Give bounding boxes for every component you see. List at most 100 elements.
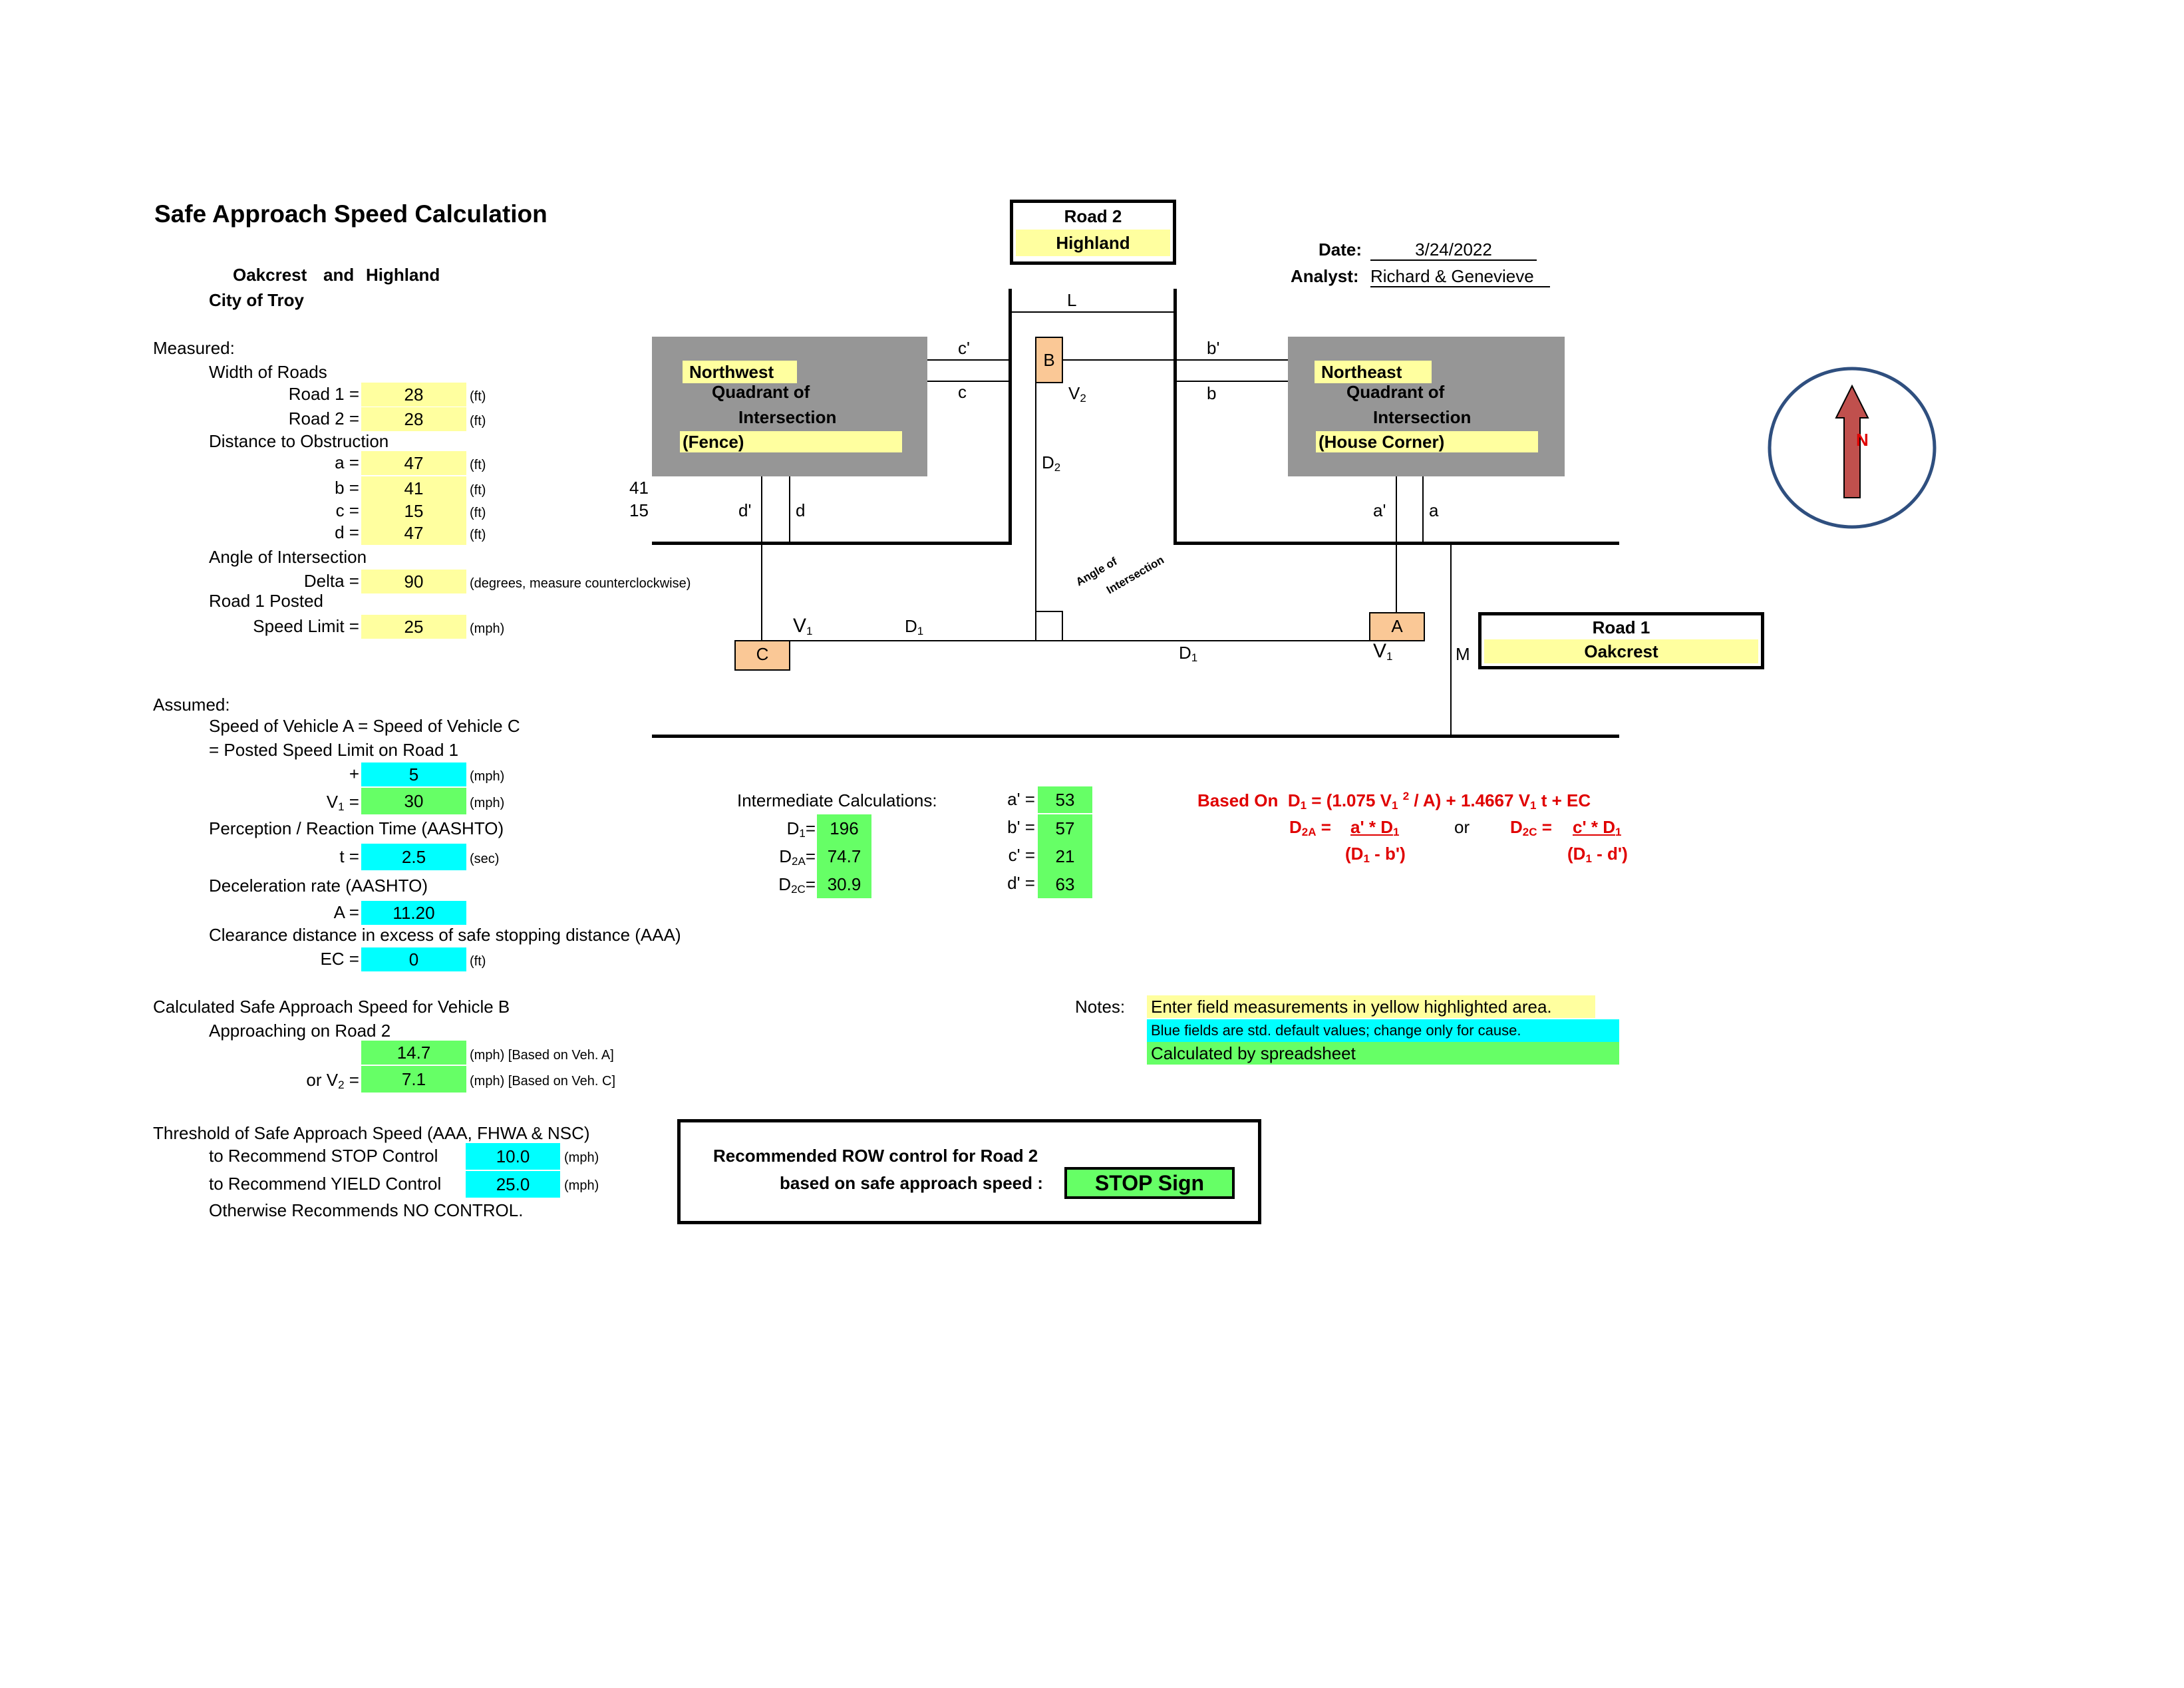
v2-vehicle-c-label: or V2 = [306, 1070, 359, 1091]
road1-width-unit: (ft) [470, 389, 486, 404]
c-unit: (ft) [470, 506, 486, 520]
road2-width-input[interactable]: 28 [361, 407, 466, 431]
speed-limit-label: Speed Limit = [253, 616, 359, 636]
recommendation-value: STOP Sign [1064, 1167, 1235, 1199]
d-label: d = [335, 522, 359, 542]
b-unit: (ft) [470, 483, 486, 498]
recommendation-line2: based on safe approach speed : [780, 1173, 1043, 1193]
A-input[interactable]: 11.20 [361, 901, 466, 925]
v1-value: 30 [361, 788, 466, 814]
label-D2: D2 [1042, 452, 1061, 474]
northwest-quadrant [652, 337, 927, 476]
road1-north-edge-west [652, 542, 1011, 545]
label-D1-right: D1 [1179, 643, 1198, 664]
t-input[interactable]: 2.5 [361, 844, 466, 870]
intersection-road1: Oakcrest [233, 265, 307, 285]
label-V2: V2 [1068, 383, 1086, 405]
label-L: L [1067, 290, 1077, 310]
decel-heading: Deceleration rate (AASHTO) [209, 876, 428, 896]
assumed-line2: = Posted Speed Limit on Road 1 [209, 740, 459, 760]
ne-obstruction: (House Corner) [1316, 431, 1538, 452]
b-prime-value: 57 [1038, 814, 1092, 842]
analyst-value[interactable]: Richard & Genevieve [1370, 266, 1550, 287]
c-prime-label: c' = [1008, 845, 1035, 865]
compass-n-label: N [1856, 430, 1869, 450]
clearance-heading: Clearance distance in excess of safe sto… [209, 925, 681, 945]
vehicle-c: C [734, 640, 790, 671]
line-L [1010, 311, 1175, 313]
label-a-prime: a' [1373, 500, 1386, 520]
page-title: Safe Approach Speed Calculation [154, 200, 547, 228]
b-input[interactable]: 41 [361, 476, 466, 500]
assumed-heading: Assumed: [153, 695, 230, 715]
north-arrow-icon [1835, 384, 1869, 498]
line-c [927, 381, 1010, 382]
city-name: City of Troy [209, 290, 305, 310]
yield-threshold-input[interactable]: 25.0 [466, 1171, 560, 1198]
plus-label: + [349, 764, 359, 784]
label-c-prime: c' [958, 338, 970, 358]
note-green: Calculated by spreadsheet [1147, 1042, 1619, 1065]
d-input[interactable]: 47 [361, 521, 466, 545]
road1-south-edge [652, 735, 1619, 738]
c-input[interactable]: 15 [361, 499, 466, 523]
nw-quadrant-title: Northwest [683, 361, 797, 383]
a-label: a = [335, 452, 359, 472]
d1-label: D1= [786, 818, 816, 840]
road2-width-unit: (ft) [470, 414, 486, 428]
v1-label: V1 = [326, 792, 359, 813]
d-unit: (ft) [470, 528, 486, 542]
c-prime-value: 21 [1038, 842, 1092, 870]
road2-west-edge [1009, 289, 1012, 545]
speed-increment-unit: (mph) [470, 769, 505, 784]
a-prime-value: 53 [1038, 786, 1092, 813]
calculated-subheading: Approaching on Road 2 [209, 1021, 391, 1041]
line-b [1175, 381, 1288, 382]
v1-unit: (mph) [470, 796, 505, 810]
road2-width-label: Road 2 = [288, 409, 359, 428]
label-d-prime: d' [738, 500, 752, 520]
a-prime-label: a' = [1007, 789, 1035, 809]
road2-title: Road 2 [1064, 206, 1122, 226]
speed-limit-input[interactable]: 25 [361, 615, 466, 639]
yield-threshold-unit: (mph) [564, 1178, 599, 1193]
delta-label: Delta = [303, 571, 359, 591]
vehicle-b: B [1035, 337, 1063, 383]
road1-width-input[interactable]: 28 [361, 383, 466, 407]
d-prime-value: 63 [1038, 870, 1092, 898]
line-D1 [789, 640, 1369, 641]
v2-vehicle-c-unit: (mph) [Based on Veh. C] [470, 1074, 616, 1089]
formula-d2a-lhs: D2A = [1289, 817, 1331, 838]
line-D2 [1035, 383, 1036, 640]
road2-name: Highland [1016, 230, 1170, 256]
d-prime-label: d' = [1007, 873, 1035, 893]
d2c-label: D2C= [778, 874, 816, 896]
nw-obstruction: (Fence) [680, 431, 902, 452]
line-a [1422, 476, 1424, 544]
label-b: b [1207, 383, 1217, 403]
delta-input[interactable]: 90 [361, 570, 466, 593]
side-value-41: 41 [629, 478, 649, 498]
v2-vehicle-c-value: 7.1 [361, 1066, 466, 1093]
speed-increment-input[interactable]: 5 [361, 762, 466, 786]
width-heading: Width of Roads [209, 362, 327, 382]
label-M: M [1456, 644, 1470, 664]
stop-threshold-input[interactable]: 10.0 [466, 1143, 560, 1170]
a-input[interactable]: 47 [361, 451, 466, 475]
label-D1-left: D1 [905, 616, 924, 637]
note-yellow: Enter field measurements in yellow highl… [1147, 995, 1595, 1018]
note-blue: Blue fields are std. default values; cha… [1147, 1019, 1619, 1042]
formula-d2c-lhs: D2C = [1510, 817, 1552, 838]
stop-threshold-unit: (mph) [564, 1150, 599, 1165]
d1-value: 196 [817, 814, 871, 842]
side-value-15: 15 [629, 500, 649, 520]
road1-north-edge-east [1175, 542, 1619, 545]
date-value[interactable]: 3/24/2022 [1370, 240, 1537, 261]
northeast-quadrant [1288, 337, 1565, 476]
d2c-value: 30.9 [817, 870, 871, 898]
ec-input[interactable]: 0 [361, 947, 466, 971]
b-label: b = [335, 478, 359, 498]
formula-d2c-numerator: c' * D1 [1573, 817, 1622, 838]
label-V1-right: V1 [1373, 640, 1393, 663]
d2a-value: 74.7 [817, 842, 871, 870]
